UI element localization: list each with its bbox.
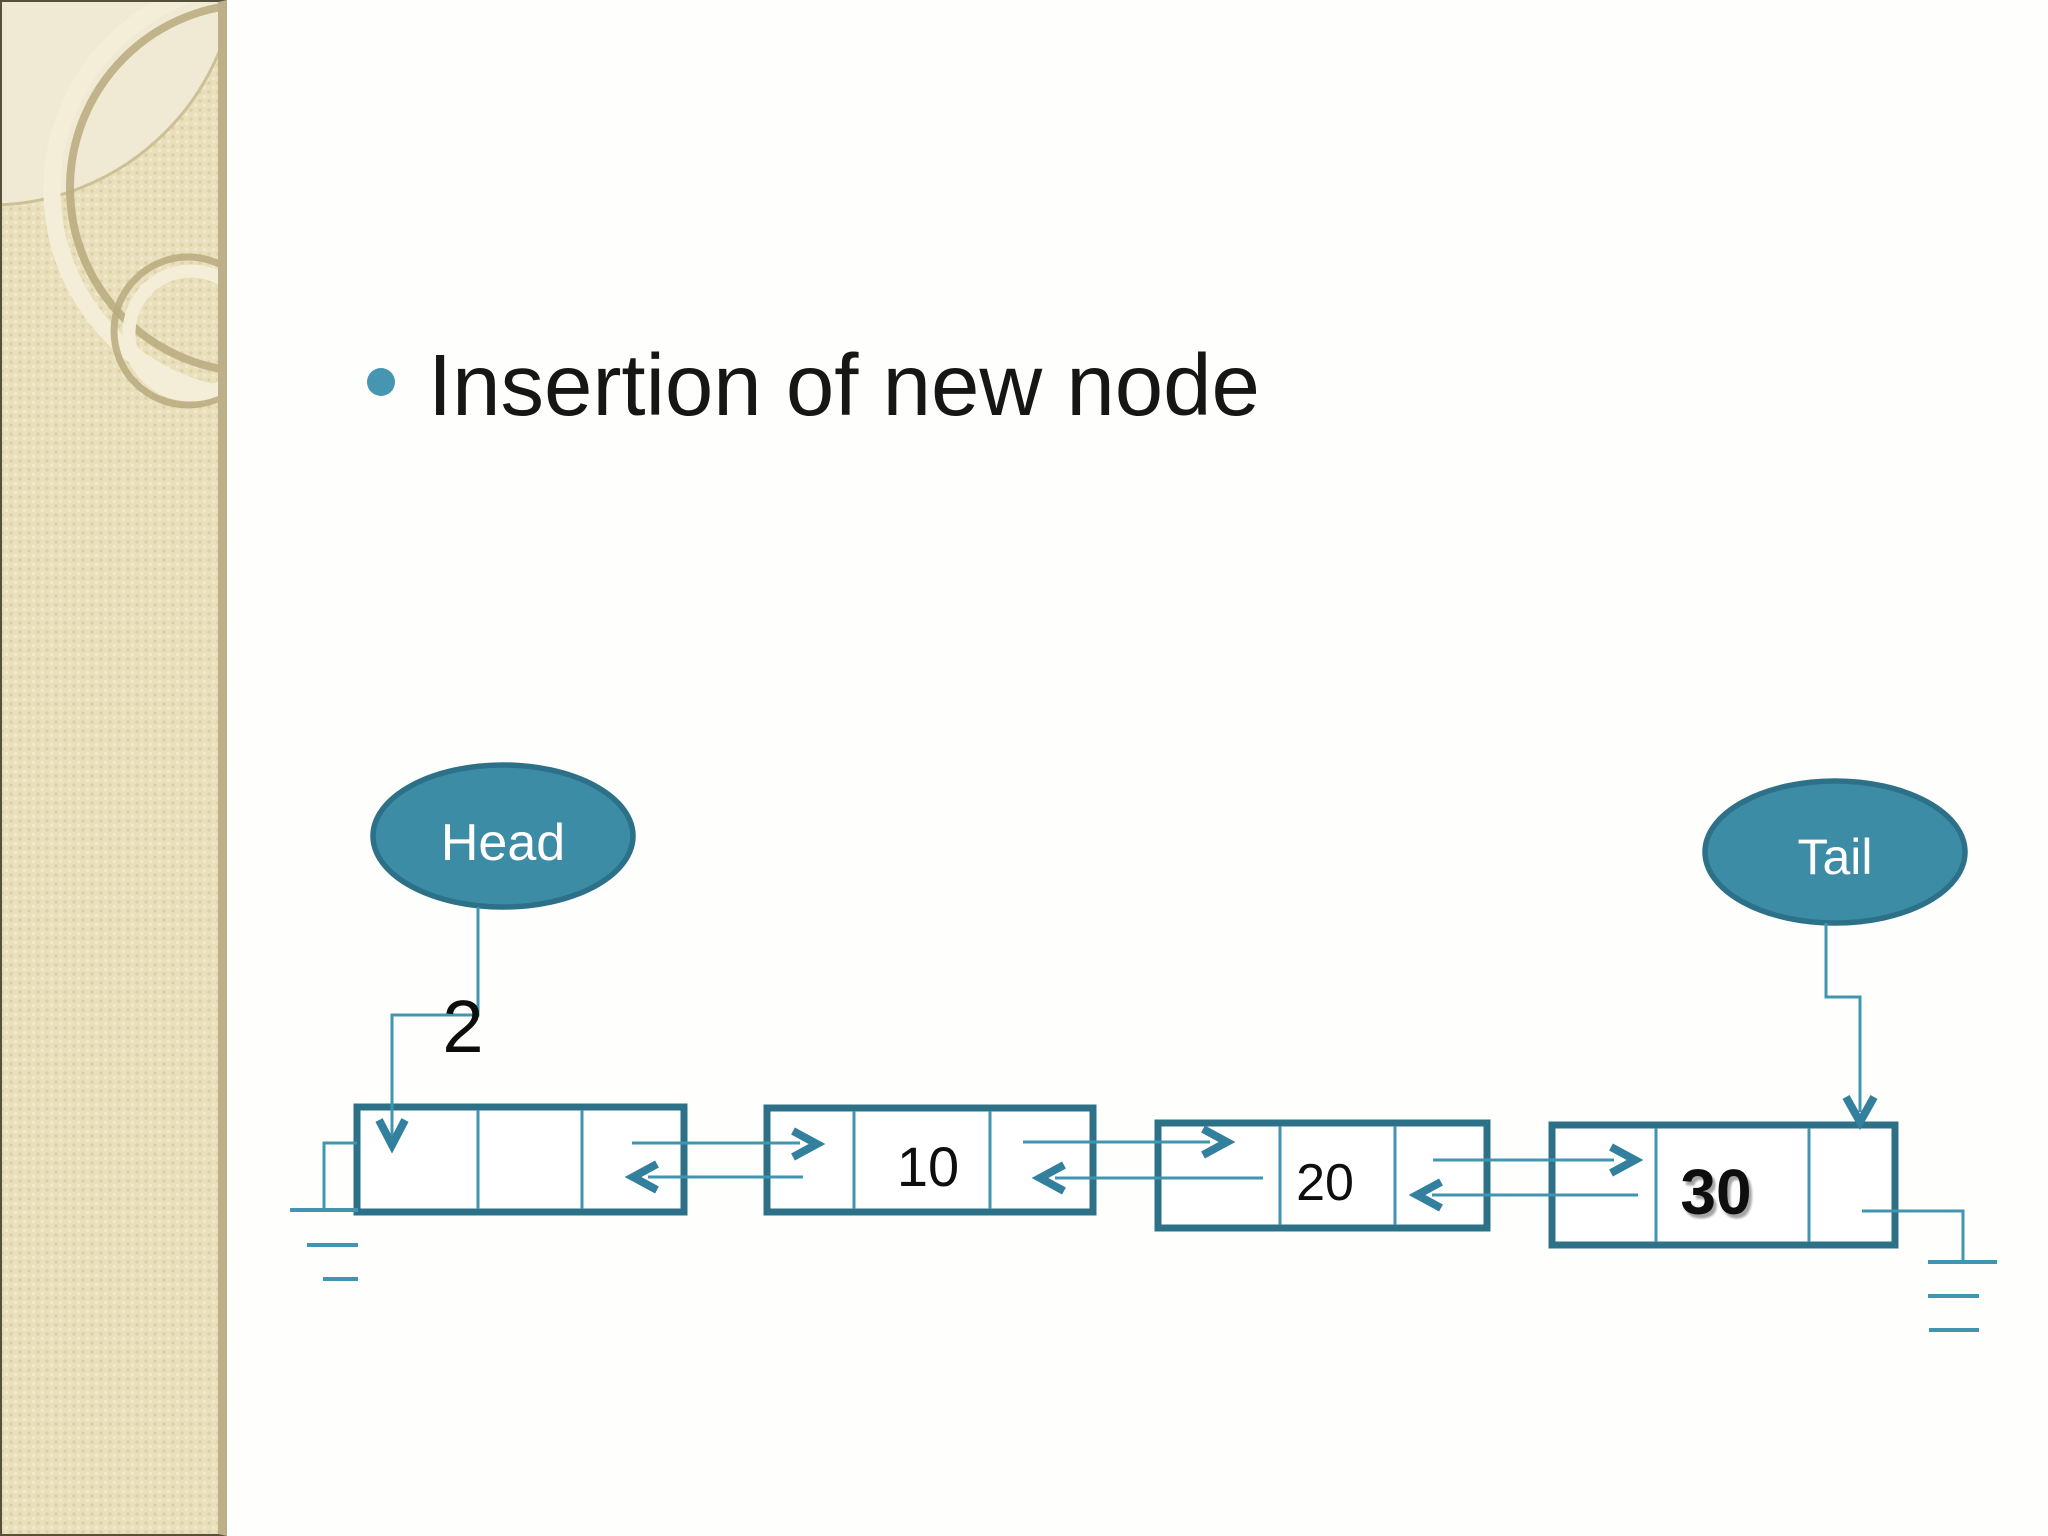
arrowhead-right-icon [1609,1143,1644,1177]
tail-pointer: Tail [1702,778,1968,926]
node-2-value: 10 [897,1135,959,1198]
null-ground-right [1862,1209,1997,1332]
arrowhead-right-icon [1201,1125,1236,1159]
prev-pointer-2-1 [624,1160,803,1194]
next-pointer-2-3 [1023,1125,1236,1159]
node-1-box [353,1103,688,1216]
prev-pointer-4-3 [1408,1178,1638,1212]
tail-label: Tail [1797,829,1872,885]
decor-ring-tan-large [66,3,218,373]
decor-ring-cream-large [43,2,218,403]
node-3-value: 20 [1296,1154,1354,1212]
null-left-line [322,1141,357,1209]
node-4-value: 30 [1680,1156,1751,1228]
head-connector-line [390,907,480,1136]
head-label: Head [441,814,565,872]
insert-order-label: 2 [442,985,483,1068]
tail-connector [1824,923,1878,1131]
head-arrowhead-down-icon [375,1118,409,1154]
tail-ellipse [1702,778,1968,926]
tail-connector-line [1824,923,1862,1112]
tail-arrowhead-down-icon [1842,1095,1878,1131]
arrowhead-left-icon [624,1160,659,1194]
node-1-outline [353,1103,688,1216]
node-3-outline [1154,1119,1491,1232]
next-pointer-1-2 [632,1127,826,1161]
sidebar-decoration [0,0,227,1536]
prev-pointer-3-2 [1031,1161,1263,1195]
node-3-box [1154,1119,1491,1232]
sidebar-rings-graphic [2,2,218,409]
arrowhead-right-icon [791,1127,826,1161]
bullet-icon [367,368,395,396]
decor-ring-tan-small [110,253,218,409]
node-2-outline [763,1104,1097,1216]
head-ellipse [370,762,636,910]
arrowhead-left-icon [1408,1178,1443,1212]
next-pointer-3-4 [1433,1143,1644,1177]
node-4-box [1548,1121,1899,1249]
head-pointer: Head [370,762,636,910]
node-4-outline [1548,1121,1899,1249]
arrowhead-left-icon [1031,1161,1066,1195]
null-right-line [1862,1209,1965,1261]
node-2-box [763,1104,1097,1216]
head-connector [375,907,480,1154]
slide-title: Insertion of new node [428,337,1260,434]
decor-ring-cream-small [122,264,218,402]
title-row: Insertion of new node [0,0,2048,500]
null-ground-left [290,1141,358,1281]
